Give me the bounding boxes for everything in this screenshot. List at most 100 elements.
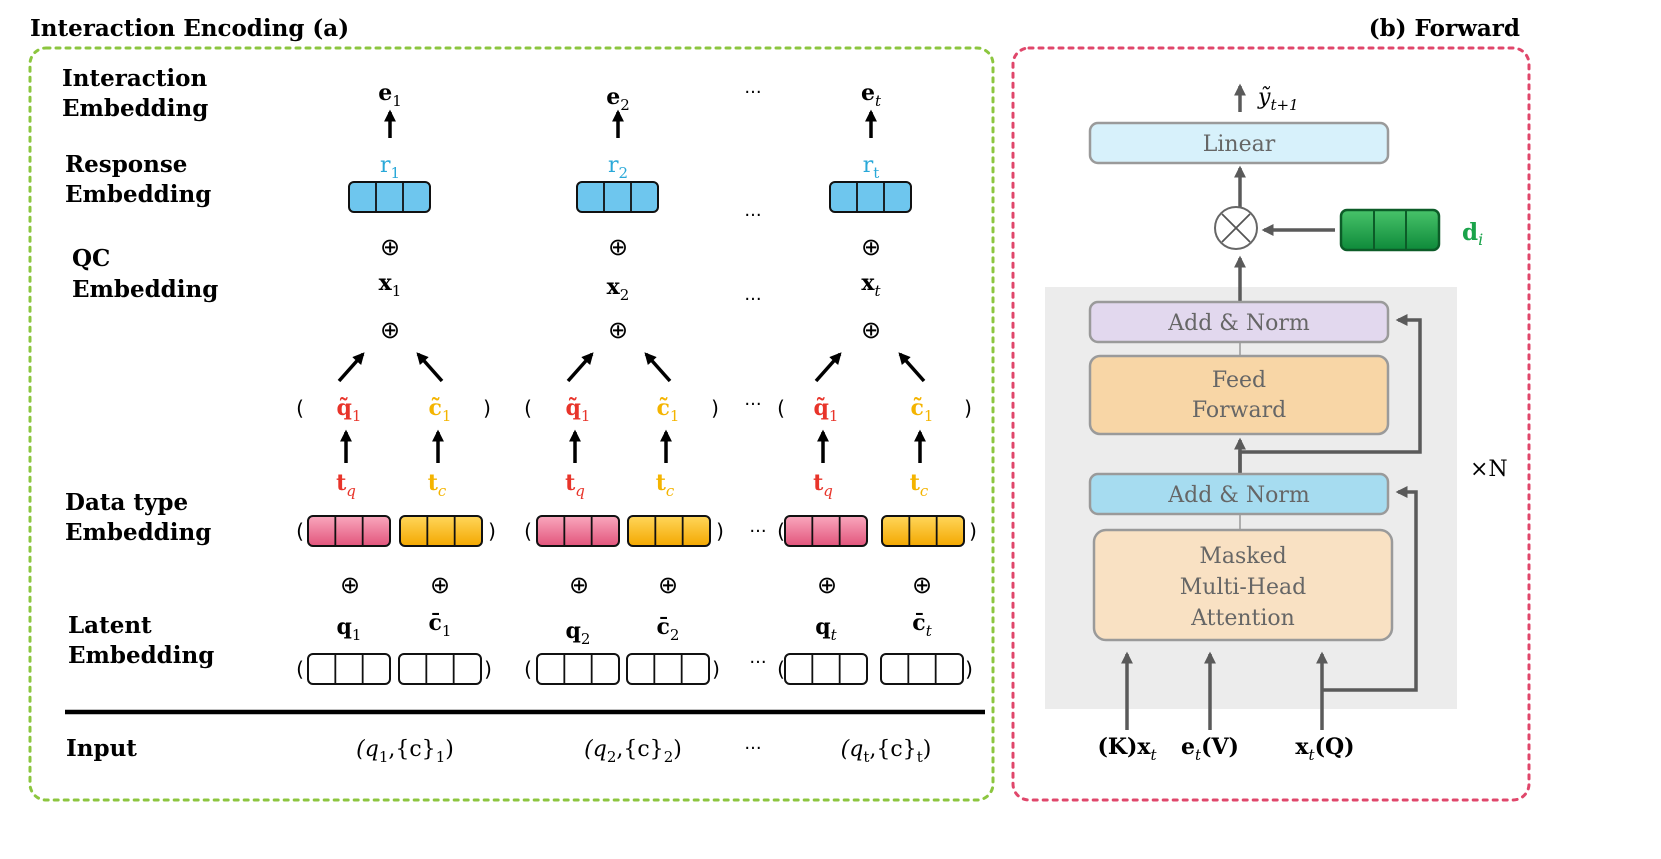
c-tilde-3: c̃1 [911,395,934,425]
latent-question-3: qt [815,614,837,644]
add-norm-top [1088,300,1390,344]
repeat-label: ×N [1470,457,1508,482]
concept-type-vector-2 [627,515,711,547]
label-latent-1: Latent [68,612,152,639]
feed-forward-label-2: Forward [1192,398,1286,423]
label-response-2: Embedding [65,181,211,208]
tilde-close-paren-3: ) [964,396,972,420]
response-add-operator-3: ⊕ [861,233,881,261]
query-input-label: xt(Q) [1295,734,1354,764]
ellipsis-3: ··· [744,289,761,310]
c-tilde-2: c̃1 [657,395,680,425]
latent-c-add-operator-1: ⊕ [430,571,450,599]
masked-attention-layer [1092,528,1394,642]
q-merge-arrow-1 [337,352,365,383]
ellipsis-7: ··· [744,738,761,759]
label-qc-1: QC [72,245,110,272]
response-embedding-vector-2 [576,181,659,213]
input-label-1: (q1,{c}1) [356,737,454,766]
forward-panel [1011,46,1531,802]
latent-c-add-operator-2: ⊕ [658,571,678,599]
tilde-open-paren-2: ( [524,396,532,420]
q-tilde-1: q̃1 [337,395,362,425]
attention-label-1: Masked [1199,544,1286,569]
interaction-embedding-1: e1 [378,80,402,110]
tilde-open-paren-1: ( [296,396,304,420]
latent-q-add-operator-2: ⊕ [569,571,589,599]
tilde-close-paren-2: ) [711,396,719,420]
response-label-1: r1 [380,153,400,182]
add-norm-top-label: Add & Norm [1167,311,1310,336]
latent-concept-vector-3 [880,653,964,685]
ellipsis-1: ··· [744,82,761,103]
latent-q-add-operator-3: ⊕ [817,571,837,599]
label-interaction-2: Embedding [62,95,208,122]
interaction-embedding-3: et [861,80,882,110]
type-open-paren-2: ( [524,519,532,543]
concept-type-vector-1 [399,515,483,547]
interaction-encoding-panel [28,46,995,802]
tilde-close-paren-1: ) [483,396,491,420]
qc-embedding-1: x1 [379,270,402,300]
q-tilde-3: q̃1 [814,395,839,425]
add-norm-bottom [1088,472,1390,516]
qc-embedding-2: x2 [607,274,630,304]
multiply-cross-b [1221,213,1251,243]
input-label-3: (qt,{c}t) [841,737,932,766]
question-type-vector-2 [536,515,620,547]
type-close-paren-1: ) [488,519,496,543]
label-input: Input [66,735,137,762]
response-add-operator-2: ⊕ [608,233,628,261]
question-type-vector-1 [307,515,391,547]
latent-concept-2: c̄2 [657,614,680,644]
type-close-paren-3: ) [969,519,977,543]
c-merge-arrow-1 [416,352,444,383]
latent-concept-vector-1 [398,653,482,685]
q-merge-arrow-2 [566,352,594,383]
response-embedding-vector-1 [348,181,431,213]
response-label-3: rt [863,153,880,182]
latent-c-add-operator-3: ⊕ [912,571,932,599]
q-merge-arrow-3 [814,352,842,383]
latent-q-add-operator-1: ⊕ [340,571,360,599]
ellipsis-6: ··· [749,652,766,673]
ellipsis-5: ··· [749,521,766,542]
ellipsis-4: ··· [744,394,761,415]
tilde-open-paren-3: ( [777,396,785,420]
latent-question-1: q1 [337,614,362,644]
c-type-label-3: tc [910,470,929,500]
c-merge-arrow-2 [644,352,672,383]
latent-open-paren-2: ( [524,657,532,681]
latent-concept-3: c̄t [912,610,932,640]
question-type-vector-3 [784,515,868,547]
q-type-label-3: tq [813,470,833,500]
latent-question-vector-1 [307,653,391,685]
latent-concept-1: c̄1 [429,610,452,640]
qc-add-operator-1: ⊕ [380,316,400,344]
c-tilde-1: c̃1 [429,395,452,425]
latent-close-paren-3: ) [965,657,973,681]
interaction-embedding-2: e2 [606,84,630,114]
c-type-label-2: tc [656,470,675,500]
feed-forward-label-1: Feed [1212,368,1266,393]
q-type-label-1: tq [336,470,356,500]
difficulty-embedding-vector [1339,208,1441,252]
output-label: ỹt+1 [1257,85,1299,114]
label-datatype-2: Embedding [65,519,211,546]
d-label: di [1462,219,1483,249]
column-ellipses: ····················· [744,82,766,759]
latent-open-paren-1: ( [296,657,304,681]
latent-question-vector-3 [784,653,868,685]
linear-label: Linear [1203,132,1276,157]
feed-forward-layer [1088,354,1390,436]
attention-label-3: Attention [1190,606,1295,631]
row-labels: Interaction Embedding Response Embedding… [62,65,218,762]
latent-close-paren-2: ) [712,657,720,681]
qc-add-operator-2: ⊕ [608,316,628,344]
latent-question-2: q2 [566,618,591,648]
c-type-label-1: tc [428,470,447,500]
label-qc-2: Embedding [72,276,218,303]
type-open-paren-1: ( [296,519,304,543]
embedding-columns: e1 r1 ⊕ x1 ⊕ () q̃1 c̃1 tq tc () ⊕ ⊕ q1 c̄1 () (q1,{c}1)… [296,80,977,766]
label-latent-2: Embedding [68,642,214,669]
